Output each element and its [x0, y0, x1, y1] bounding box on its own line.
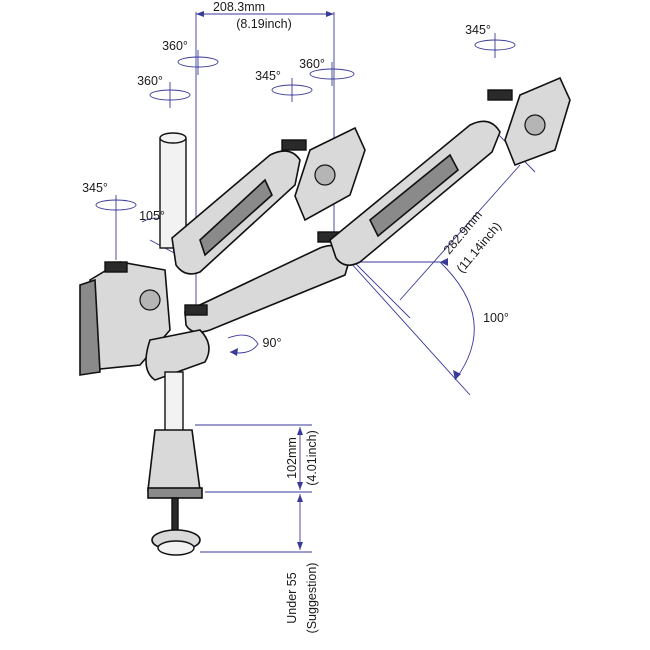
upper-arm-left	[171, 150, 301, 275]
top-width-mm-label: 208.3mm	[213, 0, 265, 14]
rot-360-a-label: 360°	[162, 39, 188, 53]
rot-360-c-label: 360°	[299, 57, 325, 71]
vesa-plate-right	[487, 76, 571, 167]
elbow-angle-label: 105°	[139, 209, 165, 223]
rot-360-b-label: 360°	[137, 74, 163, 88]
rotation-indicator-360-a	[177, 50, 219, 75]
rot-345-mid-label: 345°	[255, 69, 281, 83]
rotation-indicator-360-c	[309, 62, 355, 86]
clamp-height-dimension	[195, 424, 312, 493]
rot-345-right-label: 345°	[465, 23, 491, 37]
rotation-indicator-360-b	[149, 82, 191, 108]
rotation-indicator-345-left	[95, 195, 137, 260]
tilt-angle-dimension	[349, 258, 475, 396]
rot-345-left-label: 345°	[82, 181, 108, 195]
clamp-height-in-label: (4.01inch)	[305, 430, 319, 486]
arm-angle-label: 90°	[263, 336, 282, 350]
rotation-indicator-90	[227, 334, 259, 356]
desk-thickness-note-label: (Suggestion)	[305, 563, 319, 634]
lower-post	[164, 371, 184, 433]
arm-base-collar	[145, 304, 210, 381]
vesa-plate-left	[281, 126, 366, 222]
rotation-indicator-345-right	[474, 33, 516, 58]
desk-thickness-label: Under 55	[285, 572, 299, 623]
clamp-height-mm-label: 102mm	[285, 437, 299, 479]
desk-clamp	[147, 429, 203, 556]
top-width-in-label: (8.19inch)	[236, 17, 292, 31]
desk-thickness-dimension	[200, 494, 312, 553]
upper-arm-right	[329, 120, 501, 266]
tilt-angle-label: 100°	[483, 311, 509, 325]
rotation-indicator-345-mid	[271, 78, 313, 102]
